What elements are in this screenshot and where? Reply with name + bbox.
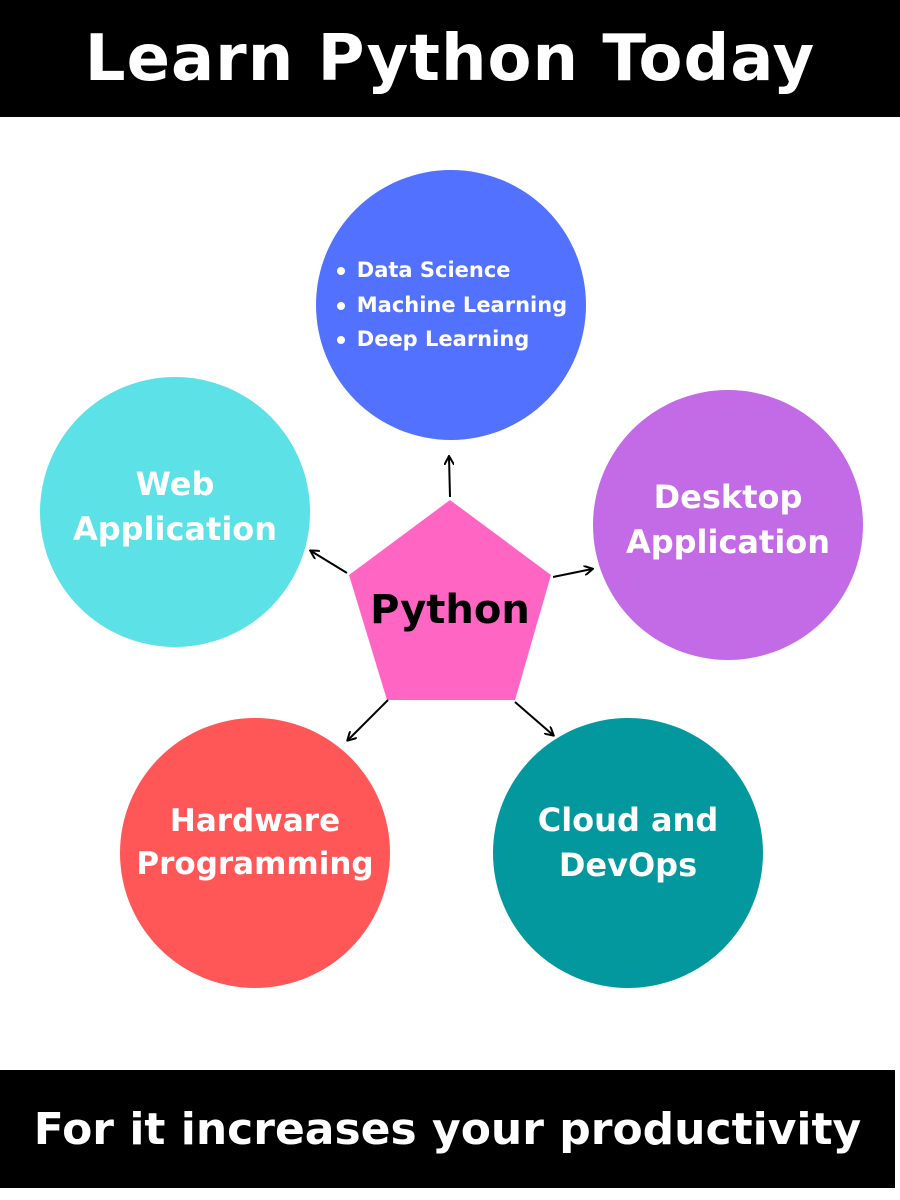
- list-item: Machine Learning: [336, 288, 567, 323]
- python-pentagon: [349, 500, 551, 700]
- arrow-to-cloud-devops: [514, 701, 553, 735]
- arrow-to-data-science: [449, 457, 450, 498]
- hardware-programming-circle: Hardware Programming: [120, 718, 390, 988]
- web-application-label: Web Application: [72, 465, 278, 548]
- web-application-circle: Web Application: [40, 377, 310, 647]
- arrow-to-web-application: [311, 551, 348, 574]
- desktop-application-label: Desktop Application: [625, 478, 831, 561]
- list-item: Data Science: [336, 253, 567, 288]
- data-science-list: Data Science Machine Learning Deep Learn…: [335, 253, 567, 357]
- arrow-to-desktop-application: [552, 569, 592, 578]
- arrow-to-hardware-programming: [348, 699, 389, 740]
- footer-tagline: For it increases your productivity: [33, 1103, 862, 1155]
- data-science-circle: Data Science Machine Learning Deep Learn…: [316, 170, 586, 440]
- page-title: Learn Python Today: [84, 21, 816, 96]
- footer-bar: For it increases your productivity: [0, 1070, 895, 1188]
- cloud-devops-label: Cloud and DevOps: [537, 801, 719, 884]
- desktop-application-circle: Desktop Application: [593, 390, 863, 660]
- list-item: Deep Learning: [336, 322, 567, 357]
- header-bar: Learn Python Today: [0, 0, 900, 117]
- hardware-programming-label: Hardware Programming: [136, 802, 374, 882]
- python-label: Python: [370, 587, 530, 633]
- cloud-devops-circle: Cloud and DevOps: [493, 718, 763, 988]
